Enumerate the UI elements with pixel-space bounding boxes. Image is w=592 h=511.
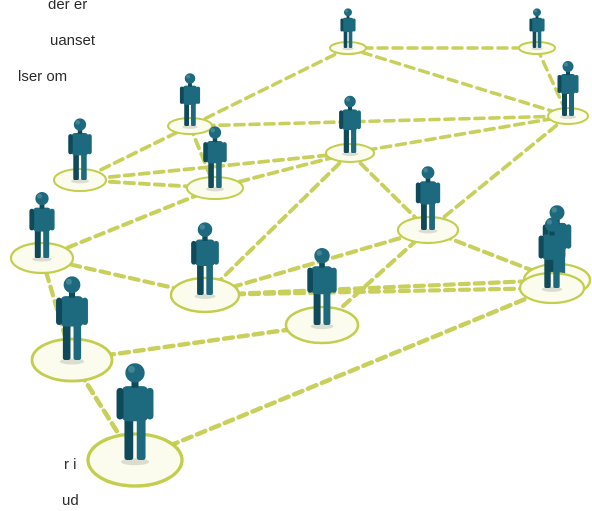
person-figure-icon	[203, 126, 227, 192]
node-ring	[518, 271, 586, 305]
node-ring	[53, 168, 107, 192]
person-figure-icon	[56, 276, 88, 365]
network-link	[213, 151, 352, 190]
network-node	[547, 61, 589, 125]
network-link	[426, 114, 570, 232]
node-ring	[325, 143, 375, 163]
network-node	[9, 192, 75, 275]
node-ring	[284, 305, 360, 345]
node-ring	[518, 41, 556, 55]
text-fragment-2: uanset	[50, 32, 96, 49]
node-ring	[329, 41, 367, 55]
node-ring	[169, 276, 241, 314]
person-figure-icon	[307, 248, 337, 330]
network-node	[167, 73, 213, 135]
person-figure-icon	[179, 73, 201, 129]
network-node	[325, 95, 375, 163]
network-link	[202, 227, 431, 298]
person-figure-icon	[415, 166, 441, 234]
text-fragment-3: lser om	[18, 68, 68, 85]
node-ring	[547, 107, 589, 125]
network-link	[203, 151, 352, 297]
network-node	[518, 8, 556, 55]
node-ring	[186, 176, 244, 200]
network-node	[329, 8, 367, 55]
network-node	[169, 222, 241, 314]
network-link	[69, 322, 325, 363]
person-figure-icon	[557, 61, 579, 119]
network-node	[30, 276, 114, 383]
person-figure-icon	[191, 222, 219, 299]
node-ring	[9, 241, 75, 275]
network-link	[188, 114, 570, 128]
network-node	[186, 126, 244, 200]
network-node	[396, 166, 460, 245]
person-figure-icon	[29, 192, 55, 262]
network-link	[348, 114, 570, 155]
network-nodes	[9, 8, 592, 488]
text-fragment-4: r i	[64, 456, 77, 473]
network-link	[78, 124, 192, 182]
text-fragment-1: der er	[48, 0, 88, 13]
person-figure-icon	[529, 8, 545, 51]
person-figure-icon	[339, 95, 361, 157]
network-link	[132, 285, 555, 463]
node-ring	[396, 215, 460, 245]
network-link	[40, 186, 217, 260]
network-node	[53, 118, 107, 192]
network-node	[86, 363, 184, 488]
person-figure-icon	[538, 217, 566, 292]
network-node	[284, 248, 360, 345]
network-link	[188, 46, 350, 128]
network-link	[78, 151, 352, 182]
person-figure-icon	[340, 8, 356, 51]
network-node	[518, 217, 586, 305]
network-link	[202, 285, 555, 298]
node-ring	[30, 337, 114, 383]
node-ring	[167, 117, 213, 135]
text-fragment-5: ud	[62, 492, 79, 509]
node-ring	[86, 432, 184, 488]
person-figure-icon	[68, 118, 92, 184]
person-figure-icon	[116, 363, 154, 466]
network-link	[346, 46, 570, 118]
